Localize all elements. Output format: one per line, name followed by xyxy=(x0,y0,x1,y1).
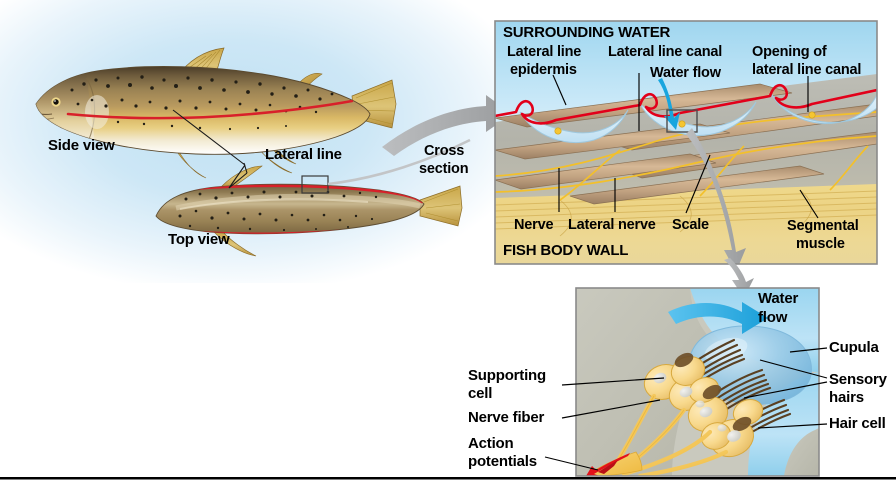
label-cross-section-l1: Cross xyxy=(424,143,465,159)
label-fish-body-wall: FISH BODY WALL xyxy=(503,242,629,259)
callout-box-top-view xyxy=(301,175,329,194)
label-side-view: Side view xyxy=(48,137,115,154)
label-surrounding-water: SURROUNDING WATER xyxy=(503,24,671,41)
label-water-flow-l2: flow xyxy=(758,309,788,326)
label-hair-cell: Hair cell xyxy=(829,415,886,432)
cross-section-leaders xyxy=(552,73,819,219)
label-opening-l2: lateral line canal xyxy=(752,62,862,78)
label-epidermis-l1: Lateral line xyxy=(507,44,582,60)
label-epidermis-l2: epidermis xyxy=(510,62,577,78)
label-supporting-cell-l1: Supporting xyxy=(468,367,546,384)
label-water-flow-canal: Water flow xyxy=(650,65,721,81)
label-water-flow-l1: Water xyxy=(758,290,799,307)
label-lateral-line-canal: Lateral line canal xyxy=(608,44,723,60)
label-action-potentials-l1: Action xyxy=(468,435,514,452)
label-scale: Scale xyxy=(672,217,709,233)
callout-connector xyxy=(327,138,471,186)
lateral-line-leaders xyxy=(172,109,248,189)
label-sensory-hairs-l2: hairs xyxy=(829,389,864,406)
label-segmental-muscle-l1: Segmental xyxy=(787,218,859,234)
label-sensory-hairs-l1: Sensory xyxy=(829,371,887,388)
label-opening-l1: Opening of xyxy=(752,44,827,60)
label-segmental-muscle-l2: muscle xyxy=(796,236,845,252)
label-lateral-nerve: Lateral nerve xyxy=(568,217,656,233)
label-cross-section-l2: section xyxy=(419,161,469,177)
arrow-right-blue-icon xyxy=(668,302,768,334)
label-supporting-cell-l2: cell xyxy=(468,385,493,402)
label-cupula: Cupula xyxy=(829,339,879,356)
label-top-view: Top view xyxy=(168,231,230,248)
cross-section-illustration xyxy=(494,20,878,265)
curved-arrow-right-icon xyxy=(382,95,512,156)
label-lateral-line: Lateral line xyxy=(265,146,342,163)
fish-top-view xyxy=(155,165,463,257)
label-nerve-fiber: Nerve fiber xyxy=(468,409,545,426)
neuromast-illustration xyxy=(575,287,820,477)
label-action-potentials-l2: potentials xyxy=(468,453,537,470)
label-nerve: Nerve xyxy=(514,217,554,233)
neuromast-leaders xyxy=(544,347,828,471)
